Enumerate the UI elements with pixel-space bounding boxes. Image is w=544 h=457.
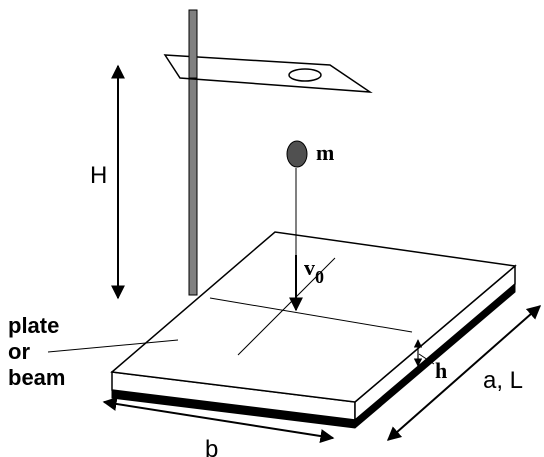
width-arrow xyxy=(102,397,335,443)
length-label: a, L xyxy=(483,367,523,394)
stand-rod-front xyxy=(188,9,198,79)
plate-label-leader xyxy=(47,339,179,353)
length-arrow xyxy=(386,305,542,441)
release-hole xyxy=(288,68,322,82)
plate-centerline-short xyxy=(237,257,336,356)
velocity-label: v0 xyxy=(304,255,324,287)
plate-label-line1: plate xyxy=(8,313,59,338)
width-label: b xyxy=(205,436,218,457)
falling-mass xyxy=(286,140,308,168)
velocity-symbol: v xyxy=(304,255,315,280)
plate-label-line2: or xyxy=(8,339,30,364)
plate-top-face xyxy=(110,231,517,403)
release-bracket xyxy=(163,54,373,93)
mass-label: m xyxy=(316,140,334,165)
velocity-subscript: 0 xyxy=(315,267,324,287)
plate-label-line3: beam xyxy=(8,365,65,390)
plate-centerline-long xyxy=(209,297,413,333)
height-label: H xyxy=(90,162,107,189)
thickness-label: h xyxy=(435,358,447,383)
